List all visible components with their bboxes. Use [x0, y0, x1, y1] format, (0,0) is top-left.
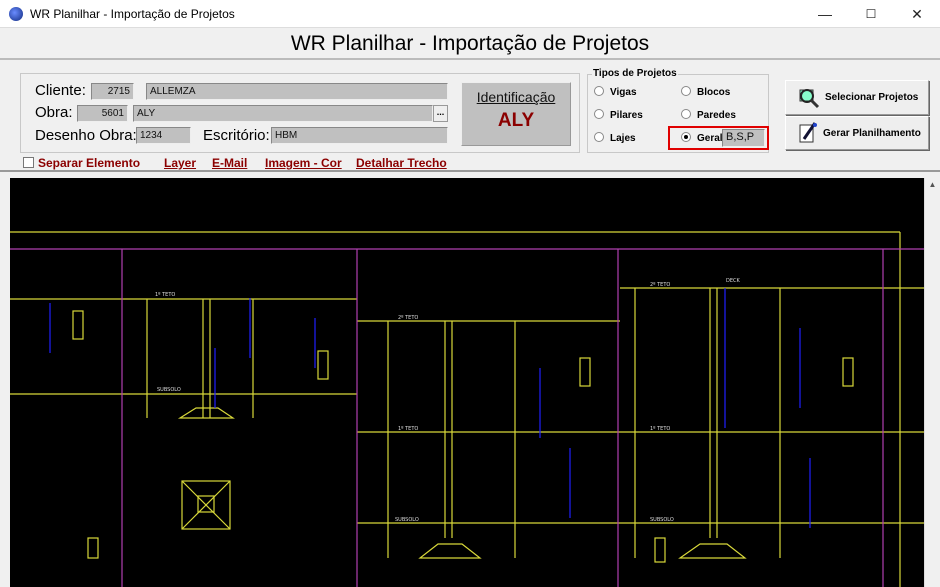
title-bar: WR Planilhar - Importação de Projetos — …	[0, 0, 940, 28]
cliente-label: Cliente:	[35, 82, 86, 99]
cad-drawing-canvas[interactable]: 1º TETO SUBSOLO 2º TETO 1º TETO SUBSOLO …	[10, 178, 924, 587]
cad-label: 1º TETO	[155, 292, 175, 298]
cad-label: 1º TETO	[398, 426, 418, 432]
radio-pilares[interactable]: Pilares	[594, 109, 643, 121]
scroll-up-icon[interactable]: ▲	[928, 180, 937, 189]
tipos-projetos-group	[587, 74, 769, 153]
obra-label: Obra:	[35, 104, 73, 121]
desenho-field[interactable]: 1234	[136, 127, 191, 144]
page-title: WR Planilhar - Importação de Projetos	[0, 28, 940, 60]
layer-link[interactable]: Layer	[164, 156, 197, 170]
separar-elemento-label[interactable]: Separar Elemento	[38, 156, 141, 170]
gerar-planilhamento-button[interactable]: Gerar Planilhamento	[785, 116, 929, 150]
cad-label: SUBSOLO	[395, 517, 419, 523]
identificacao-value: ALY	[497, 110, 535, 131]
email-link[interactable]: E-Mail	[212, 156, 248, 170]
detalhar-trecho-link[interactable]: Detalhar Trecho	[356, 156, 447, 170]
cad-label: SUBSOLO	[650, 517, 674, 523]
radio-blocos[interactable]: Blocos	[681, 86, 730, 98]
minimize-button[interactable]: —	[818, 6, 832, 22]
escritorio-label: Escritório:	[203, 127, 270, 144]
project-info-group	[20, 73, 580, 153]
geral-highlight	[668, 126, 769, 150]
window-title: WR Planilhar - Importação de Projetos	[30, 7, 235, 21]
maximize-button[interactable]: ☐	[865, 7, 877, 21]
cliente-code-field[interactable]: 2715	[91, 83, 134, 100]
cliente-name-field[interactable]: ALLEMZA	[146, 83, 448, 100]
escritorio-field[interactable]: HBM	[271, 127, 448, 144]
cad-label: 1º TETO	[650, 426, 670, 432]
cad-label: DECK	[726, 278, 741, 284]
magnifier-icon	[799, 88, 820, 108]
radio-vigas[interactable]: Vigas	[594, 86, 637, 98]
app-icon	[9, 7, 23, 21]
tipos-projetos-title: Tipos de Projetos	[592, 68, 678, 79]
geral-value-field[interactable]: B,S,P	[722, 129, 765, 147]
obra-browse-button[interactable]: ...	[433, 105, 448, 122]
obra-code-field[interactable]: 5601	[77, 105, 128, 122]
obra-name-field[interactable]: ALY	[133, 105, 433, 122]
desenho-label: Desenho Obra:	[35, 127, 137, 144]
radio-lajes[interactable]: Lajes	[594, 132, 636, 144]
separar-elemento-checkbox[interactable]	[23, 157, 34, 168]
cad-label: 2º TETO	[650, 282, 670, 288]
vertical-scrollbar[interactable]: ▲	[924, 178, 940, 587]
radio-geral[interactable]: Geral	[681, 132, 723, 144]
imagem-cor-link[interactable]: Imagem - Cor	[265, 156, 342, 170]
selecionar-projetos-button[interactable]: Selecionar Projetos	[785, 80, 929, 115]
close-button[interactable]: ✕	[911, 6, 923, 22]
cad-label: SUBSOLO	[157, 387, 181, 393]
cad-label: 2º TETO	[398, 315, 418, 321]
cad-drawing: 1º TETO SUBSOLO 2º TETO 1º TETO SUBSOLO …	[10, 231, 924, 587]
document-pen-icon	[799, 122, 817, 143]
divider	[0, 170, 940, 178]
identificacao-title: Identificação	[476, 89, 556, 105]
identificacao-panel[interactable]: Identificação ALY	[461, 82, 571, 146]
radio-paredes[interactable]: Paredes	[681, 109, 736, 121]
